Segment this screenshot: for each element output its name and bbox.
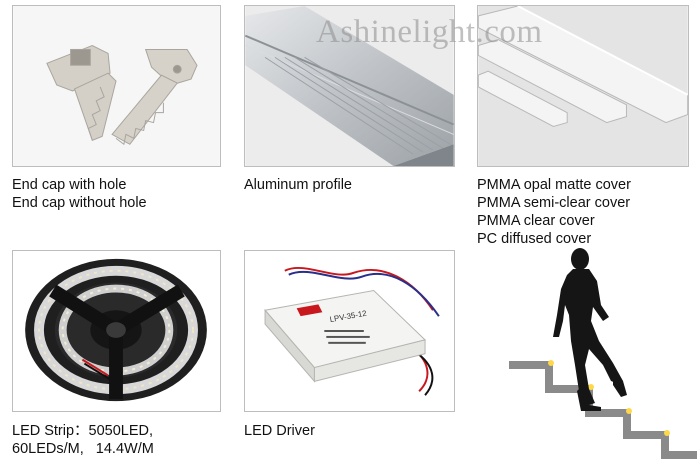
cover-image: [478, 6, 688, 166]
cover-photo: [477, 5, 689, 167]
aluminum-profile-photo: [244, 5, 455, 167]
stair-silhouette-image: [509, 248, 697, 459]
led-driver-caption: LED Driver: [244, 422, 315, 440]
end-cap-caption: End cap with hole End cap without hole: [12, 176, 147, 212]
aluminum-profile-caption: Aluminum profile: [244, 176, 352, 194]
end-cap-caption-line-2: End cap without hole: [12, 195, 147, 211]
led-strip-photo: [12, 250, 221, 412]
led-driver-image: LPV-35-12: [245, 251, 454, 411]
led-driver-caption-line: LED Driver: [244, 423, 315, 439]
cover-caption-line-1: PMMA opal matte cover: [477, 177, 631, 193]
cover-caption: PMMA opal matte cover PMMA semi-clear co…: [477, 176, 631, 248]
aluminum-profile-image: [245, 6, 454, 166]
aluminum-profile-caption-line: Aluminum profile: [244, 177, 352, 193]
led-strip-caption-line-2: 60LEDs/M, 14.4W/M: [12, 441, 154, 457]
cover-caption-line-2: PMMA semi-clear cover: [477, 195, 631, 211]
end-cap-caption-line-1: End cap with hole: [12, 177, 127, 193]
end-cap-photo: [12, 5, 221, 167]
led-strip-caption: LED Strip：5050LED, 60LEDs/M, 14.4W/M: [12, 422, 154, 458]
led-strip-image: [13, 251, 220, 411]
cover-caption-line-4: PC diffused cover: [477, 231, 592, 247]
stair-illustration: [505, 245, 700, 463]
led-strip-caption-line-1: LED Strip：5050LED,: [12, 423, 154, 439]
watermark: Ashinelight.com: [316, 14, 543, 50]
cover-caption-line-3: PMMA clear cover: [477, 213, 595, 229]
end-cap-image: [13, 6, 220, 166]
led-driver-photo: LPV-35-12: [244, 250, 455, 412]
